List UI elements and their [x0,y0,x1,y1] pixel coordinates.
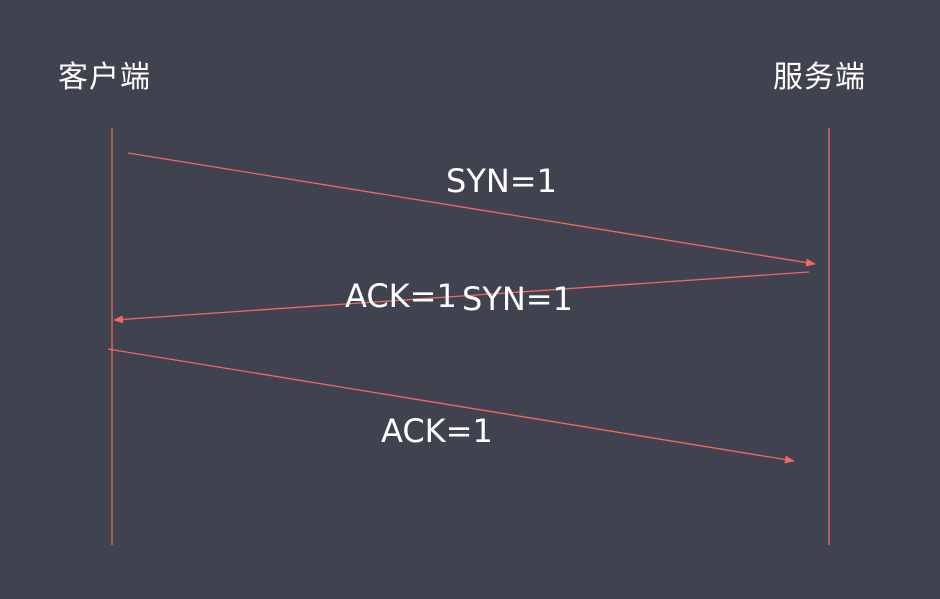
syn-label: SYN=1 [446,162,557,200]
ack-label: ACK=1 [381,412,493,450]
syn-ack-arrow [113,271,810,324]
syn-ack-label-ack: ACK=1 [345,277,457,315]
server-label: 服务端 [773,60,866,95]
syn-arrow [127,152,816,267]
client-label: 客户端 [58,60,151,95]
ack-arrow [107,348,795,464]
syn-ack-label-syn: SYN=1 [462,280,573,318]
